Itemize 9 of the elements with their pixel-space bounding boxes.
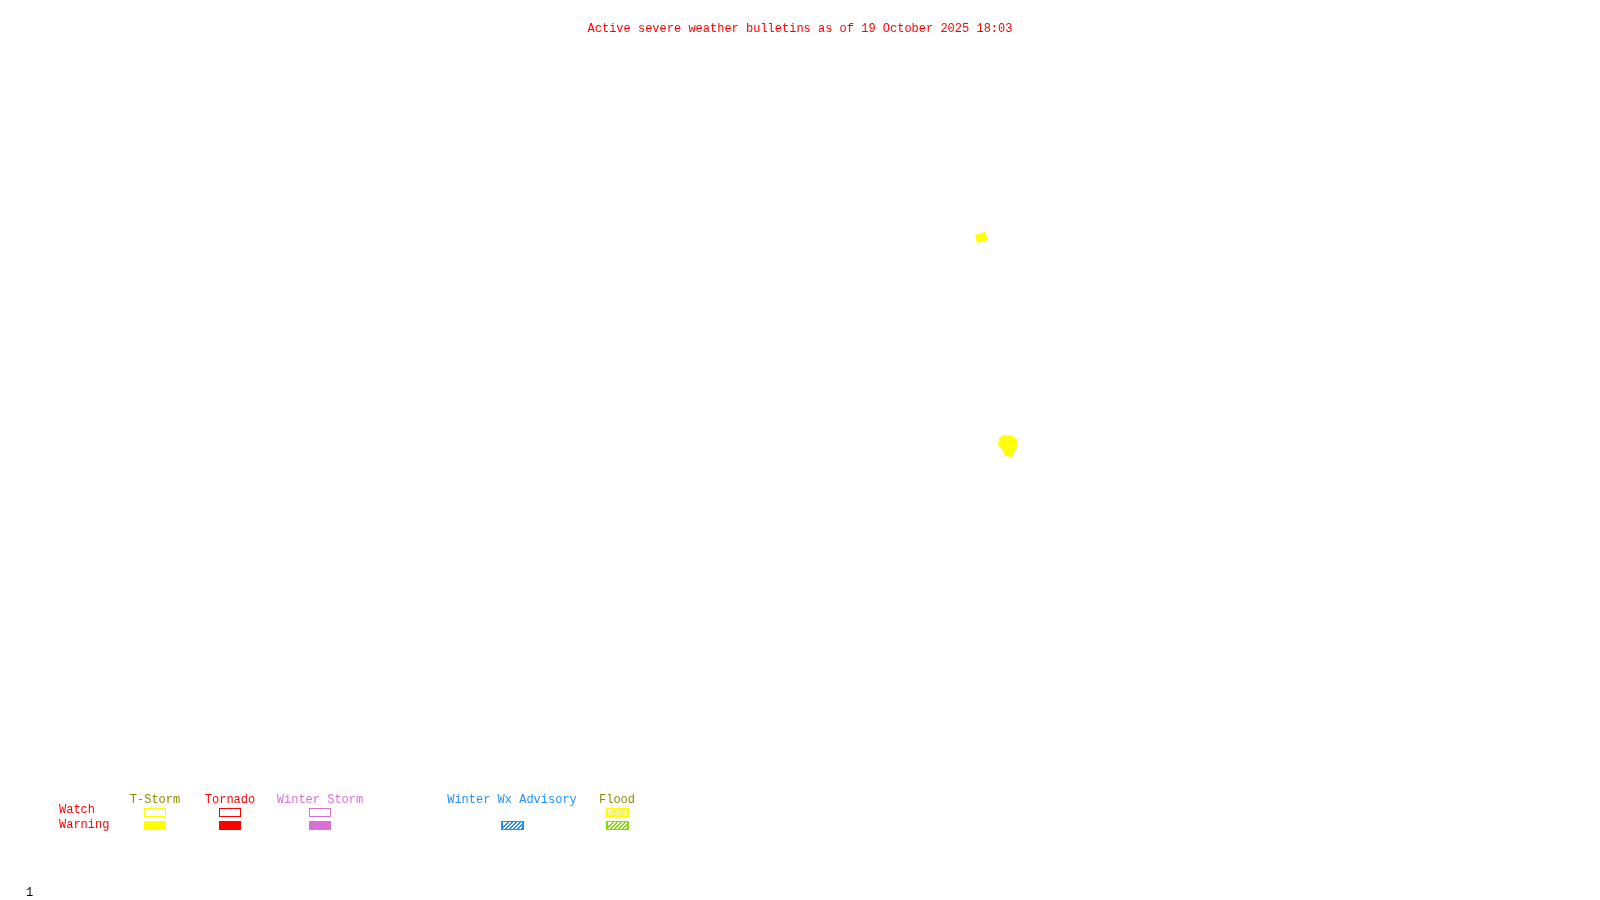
legend-heading: Tornado (204, 793, 256, 807)
legend-heading: Flood (599, 793, 635, 807)
legend-heading: Winter Storm (276, 793, 364, 807)
map-title: Active severe weather bulletins as of 19 October 2025 18:03 (586, 22, 1014, 36)
legend-heading: T-Storm (129, 793, 181, 807)
legend-heading: Winter Wx Advisory (447, 793, 577, 807)
frame-number: 1 (26, 886, 34, 900)
legend-row-label: Warning (59, 818, 110, 832)
legend-row-label: Watch (59, 803, 95, 817)
